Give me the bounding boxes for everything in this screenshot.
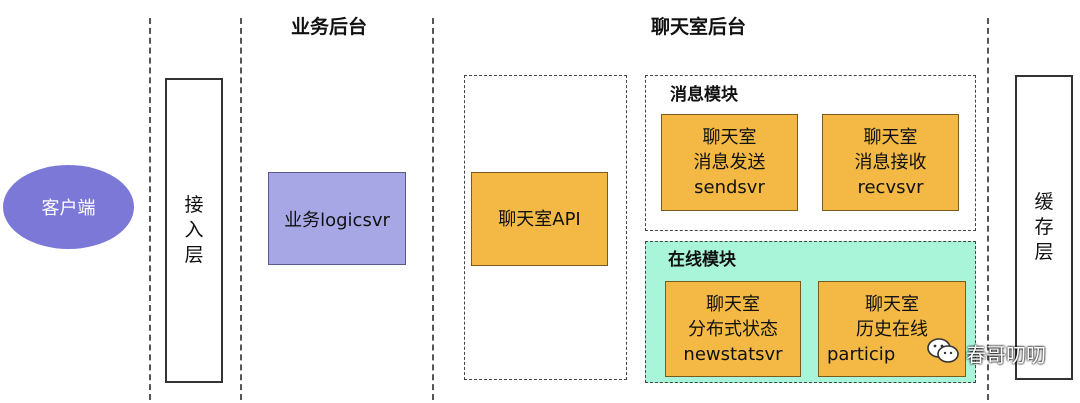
participsvr-line1: 聊天室	[865, 293, 919, 315]
access-layer-label: 接入层	[184, 194, 204, 266]
logicsvr-label: 业务logicsvr	[284, 209, 390, 231]
cache-layer-label: 缓存层	[1034, 191, 1054, 263]
message-module-title: 消息模块	[670, 85, 738, 105]
separator-cache	[987, 18, 989, 400]
sendsvr-line2: 消息发送	[693, 152, 766, 173]
watermark: 春哥叨叨	[926, 337, 1046, 370]
cache-layer: 缓存层	[1015, 75, 1073, 380]
client-label: 客户端	[41, 198, 96, 219]
separator-access	[240, 18, 242, 400]
access-layer: 接入层	[165, 78, 223, 383]
logicsvr-node: 业务logicsvr	[268, 172, 406, 265]
sendsvr-line3: sendsvr	[694, 177, 765, 198]
newstatsvr-line3: newstatsvr	[683, 343, 783, 365]
business-backend-title: 业务后台	[291, 16, 368, 38]
participsvr-node: 聊天室 历史在线 particip	[818, 281, 966, 377]
separator-client	[149, 18, 151, 400]
client-node: 客户端	[3, 165, 134, 249]
recvsvr-line1: 聊天室	[863, 127, 918, 148]
recvsvr-line3: recvsvr	[857, 177, 924, 198]
recvsvr-line2: 消息接收	[854, 152, 927, 173]
sendsvr-node: 聊天室 消息发送 sendsvr	[661, 114, 798, 211]
separator-business	[432, 18, 434, 400]
online-module-title: 在线模块	[668, 250, 736, 270]
newstatsvr-line1: 聊天室	[706, 293, 760, 315]
chatroom-backend-title: 聊天室后台	[651, 16, 747, 38]
sendsvr-line1: 聊天室	[702, 127, 757, 148]
newstatsvr-line2: 分布式状态	[688, 318, 778, 340]
participsvr-line2: 历史在线	[856, 318, 928, 340]
chatroom-api-container	[464, 75, 627, 380]
participsvr-line3: particip	[827, 343, 896, 365]
chatroom-api-node: 聊天室API	[471, 172, 608, 266]
message-module	[645, 75, 976, 231]
wechat-icon	[926, 337, 960, 370]
chatroom-api-label: 聊天室API	[498, 208, 581, 230]
recvsvr-node: 聊天室 消息接收 recvsvr	[822, 114, 959, 211]
newstatsvr-node: 聊天室 分布式状态 newstatsvr	[665, 281, 801, 377]
watermark-text: 春哥叨叨	[966, 343, 1046, 367]
